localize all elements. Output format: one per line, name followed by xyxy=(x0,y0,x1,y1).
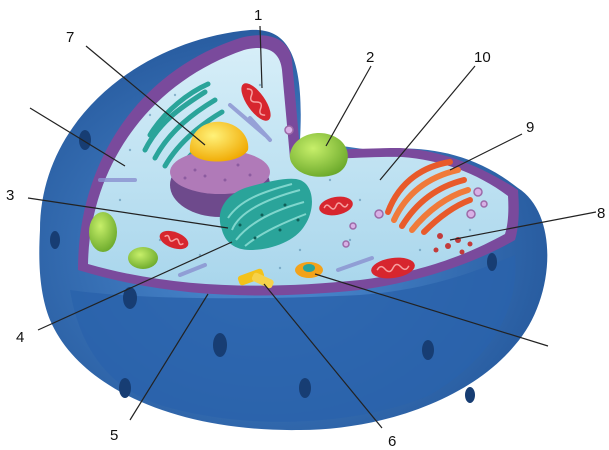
label-10: 10 xyxy=(474,49,491,66)
label-8: 8 xyxy=(597,205,605,222)
label-7: 7 xyxy=(66,29,74,46)
label-2: 2 xyxy=(366,49,374,66)
label-9: 9 xyxy=(526,119,534,136)
label-3: 3 xyxy=(6,187,14,204)
label-5: 5 xyxy=(110,427,118,444)
label-4: 4 xyxy=(16,329,24,346)
label-1: 1 xyxy=(254,7,262,24)
label-6: 6 xyxy=(388,433,396,450)
